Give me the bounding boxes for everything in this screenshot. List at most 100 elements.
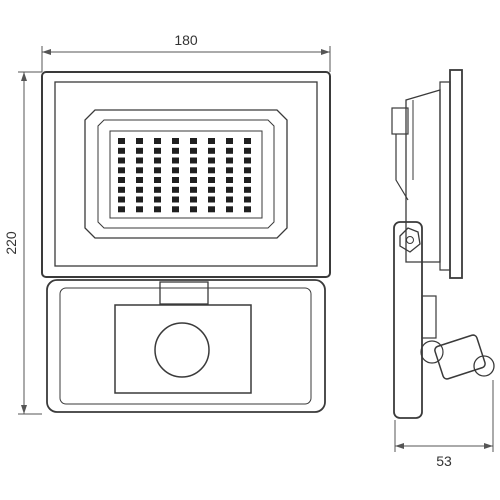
led-chip [154, 147, 161, 154]
led-chip [118, 196, 125, 203]
led-chip [244, 206, 251, 213]
width-label: 180 [174, 32, 198, 48]
width-arrow-left [42, 49, 51, 55]
height-arrow-bottom [21, 405, 27, 414]
led-chip [172, 147, 179, 154]
side-cable-gland [391, 107, 409, 135]
sensor-neck [159, 281, 209, 305]
pir-lens-side [473, 355, 495, 377]
led-chip [244, 138, 251, 144]
led-chip [172, 177, 179, 183]
side-view [391, 69, 495, 419]
housing-outer [41, 71, 331, 278]
led-chip [208, 206, 215, 213]
led-chip [136, 186, 143, 193]
side-front-glass [449, 69, 463, 279]
led-chip [226, 157, 233, 164]
led-chip [118, 147, 125, 154]
led-chip [154, 186, 161, 193]
led-chip [208, 186, 215, 193]
led-chip [136, 196, 143, 203]
led-grid [118, 138, 251, 213]
led-chip [154, 206, 161, 213]
depth-label: 53 [436, 453, 452, 469]
led-chip [226, 186, 233, 193]
side-housing [405, 89, 441, 263]
led-chip [136, 167, 143, 174]
led-chip [244, 186, 251, 193]
led-chip [226, 206, 233, 213]
led-chip [244, 177, 251, 183]
led-chip [208, 138, 215, 144]
led-chip [190, 138, 197, 144]
led-chip [136, 147, 143, 154]
led-chip [118, 157, 125, 164]
sensor-housing-inner [59, 287, 312, 405]
led-chip [244, 196, 251, 203]
led-chip [208, 196, 215, 203]
width-dimension [41, 46, 331, 72]
depth-arrow-right [484, 443, 493, 449]
height-arrow-top [21, 72, 27, 81]
led-chip [172, 157, 179, 164]
depth-dimension [394, 380, 494, 452]
led-chip [136, 177, 143, 183]
front-lamp-head [41, 71, 331, 278]
pir-sensor-lens [154, 322, 210, 378]
led-chip [190, 186, 197, 193]
led-chip [190, 177, 197, 183]
sensor-housing-outer [46, 279, 326, 413]
height-label: 220 [3, 231, 19, 255]
led-chip [118, 167, 125, 174]
led-chip [118, 177, 125, 183]
led-chip [226, 147, 233, 154]
side-frame [439, 81, 451, 271]
depth-arrow-left [395, 443, 404, 449]
led-chip [172, 196, 179, 203]
led-chip [208, 157, 215, 164]
led-panel [109, 130, 263, 219]
led-chip [208, 167, 215, 174]
pir-sensor-side [434, 334, 486, 380]
led-chip [172, 167, 179, 174]
led-chip [118, 206, 125, 213]
led-chip [244, 147, 251, 154]
led-chip [190, 206, 197, 213]
led-chip [154, 167, 161, 174]
side-back-fins [395, 134, 409, 201]
height-dimension [18, 71, 42, 415]
led-chip [226, 167, 233, 174]
sensor-pivot [420, 340, 444, 364]
led-chip [154, 138, 161, 144]
diffuser-inner [97, 119, 275, 229]
hinge-bolt [406, 236, 414, 244]
led-chip [136, 206, 143, 213]
sensor-window [114, 304, 252, 394]
sensor-arm [421, 295, 437, 339]
led-chip [154, 196, 161, 203]
led-chip [154, 157, 161, 164]
led-chip [226, 138, 233, 144]
led-chip [226, 177, 233, 183]
hinge-nut [399, 227, 421, 253]
led-chip [244, 157, 251, 164]
sensor-bracket-front [46, 279, 326, 413]
led-chip [172, 186, 179, 193]
led-chip [226, 196, 233, 203]
diffuser-frame [84, 109, 288, 239]
width-arrow-right [321, 49, 330, 55]
led-chip [208, 147, 215, 154]
led-chip [208, 177, 215, 183]
led-chip [118, 186, 125, 193]
led-chip [154, 177, 161, 183]
led-chip [190, 167, 197, 174]
led-chip [136, 157, 143, 164]
led-chip [190, 147, 197, 154]
led-chip [172, 138, 179, 144]
led-chip [190, 196, 197, 203]
led-chip [118, 138, 125, 144]
led-chip [244, 167, 251, 174]
led-chip [136, 138, 143, 144]
led-chip [172, 206, 179, 213]
